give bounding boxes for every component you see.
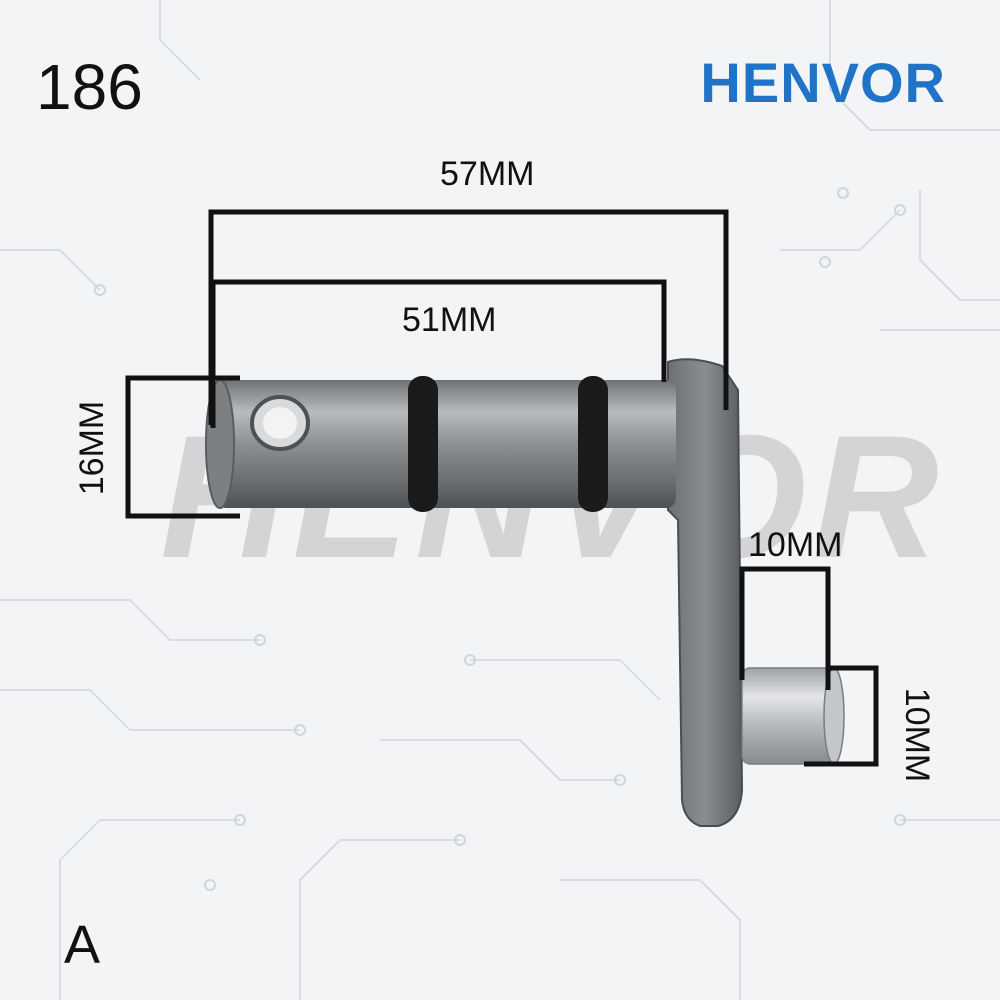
variant-label: A [64,915,101,975]
model-number: 186 [36,51,143,123]
shaft-diameter-label: 16MM [73,400,111,496]
pin-diameter-label: 10MM [898,687,936,783]
mounting-plate [667,358,744,827]
dimension-line-51 [210,279,667,428]
shaft-length-label: 51MM [402,301,497,339]
o-ring [578,376,608,512]
dimension-line-10-vertical [804,665,879,767]
dimension-line-10-horizontal [739,566,831,690]
main-shaft [216,380,676,508]
dimension-line-16 [125,375,240,519]
o-ring [408,376,438,512]
pin-length-label: 10MM [748,526,843,564]
brand-logo: HENVOR [700,51,946,114]
overall-length-label: 57MM [440,155,535,193]
